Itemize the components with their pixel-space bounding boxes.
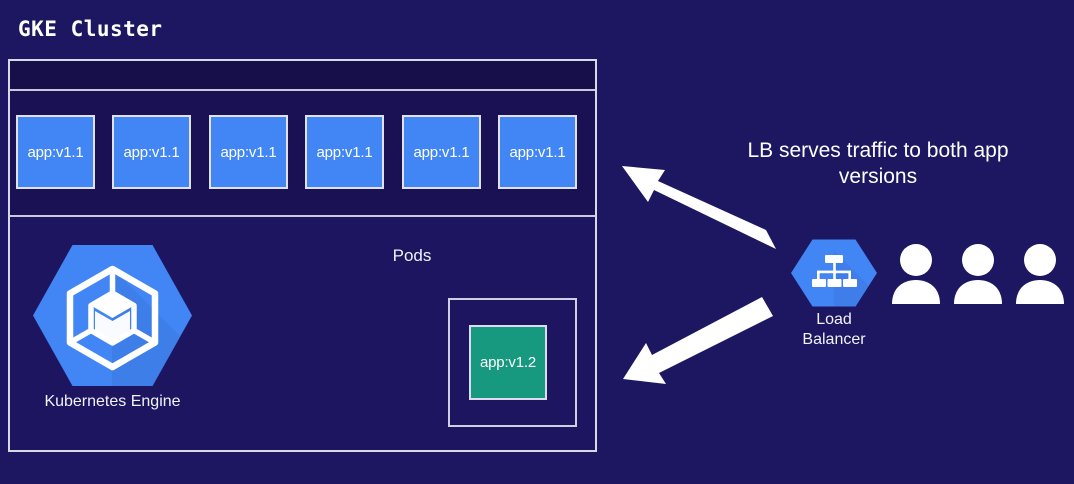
load-balancer-label-line2: Balancer	[802, 331, 866, 348]
cluster-pods-divider	[10, 215, 595, 217]
users-group	[890, 243, 1070, 305]
user-icon	[1016, 244, 1064, 304]
load-balancer-hexagon-icon	[791, 239, 877, 307]
arrow-lb-to-v12-pod	[623, 297, 773, 384]
pod-label: app:v1.1	[509, 143, 566, 161]
cluster-top-band	[10, 61, 595, 89]
kubernetes-engine-label: Kubernetes Engine	[44, 393, 181, 410]
pod-label: app:v1.1	[316, 143, 373, 161]
page-title: GKE Cluster	[18, 17, 163, 41]
load-balancer-node[interactable]: Load Balancer	[789, 238, 879, 358]
pod-app-v1-1[interactable]: app:v1.1	[209, 115, 288, 189]
pod-label: app:v1.1	[27, 143, 84, 161]
pods-label: Pods	[392, 246, 432, 265]
pod-app-v1-1[interactable]: app:v1.1	[305, 115, 384, 189]
lb-callout-text: LB serves traffic to both app versions	[714, 138, 1042, 190]
load-balancer-label: Load Balancer	[779, 310, 889, 350]
kubernetes-engine-hexagon-icon	[33, 245, 192, 386]
pod-label: app:v1.2	[480, 354, 536, 371]
pod-app-v1-1[interactable]: app:v1.1	[498, 115, 577, 189]
pod-app-v1-2[interactable]: app:v1.2	[469, 325, 547, 400]
kubernetes-engine-node: Kubernetes Engine	[30, 243, 195, 421]
lb-callout-line2: versions	[838, 165, 918, 188]
pod-app-v1-1[interactable]: app:v1.1	[112, 115, 191, 189]
user-icon	[892, 244, 940, 304]
pod-app-v1-1[interactable]: app:v1.1	[16, 115, 95, 189]
user-icon	[954, 244, 1002, 304]
cluster-band-divider	[10, 89, 595, 91]
pod-label: app:v1.1	[123, 143, 180, 161]
pod-label: app:v1.1	[220, 143, 277, 161]
lb-callout-line1: LB serves traffic to both app	[747, 139, 1009, 162]
cluster-pods-row	[10, 91, 595, 215]
load-balancer-label-line1: Load	[816, 311, 852, 328]
pod-label: app:v1.1	[413, 143, 470, 161]
pod-app-v1-1[interactable]: app:v1.1	[402, 115, 481, 189]
